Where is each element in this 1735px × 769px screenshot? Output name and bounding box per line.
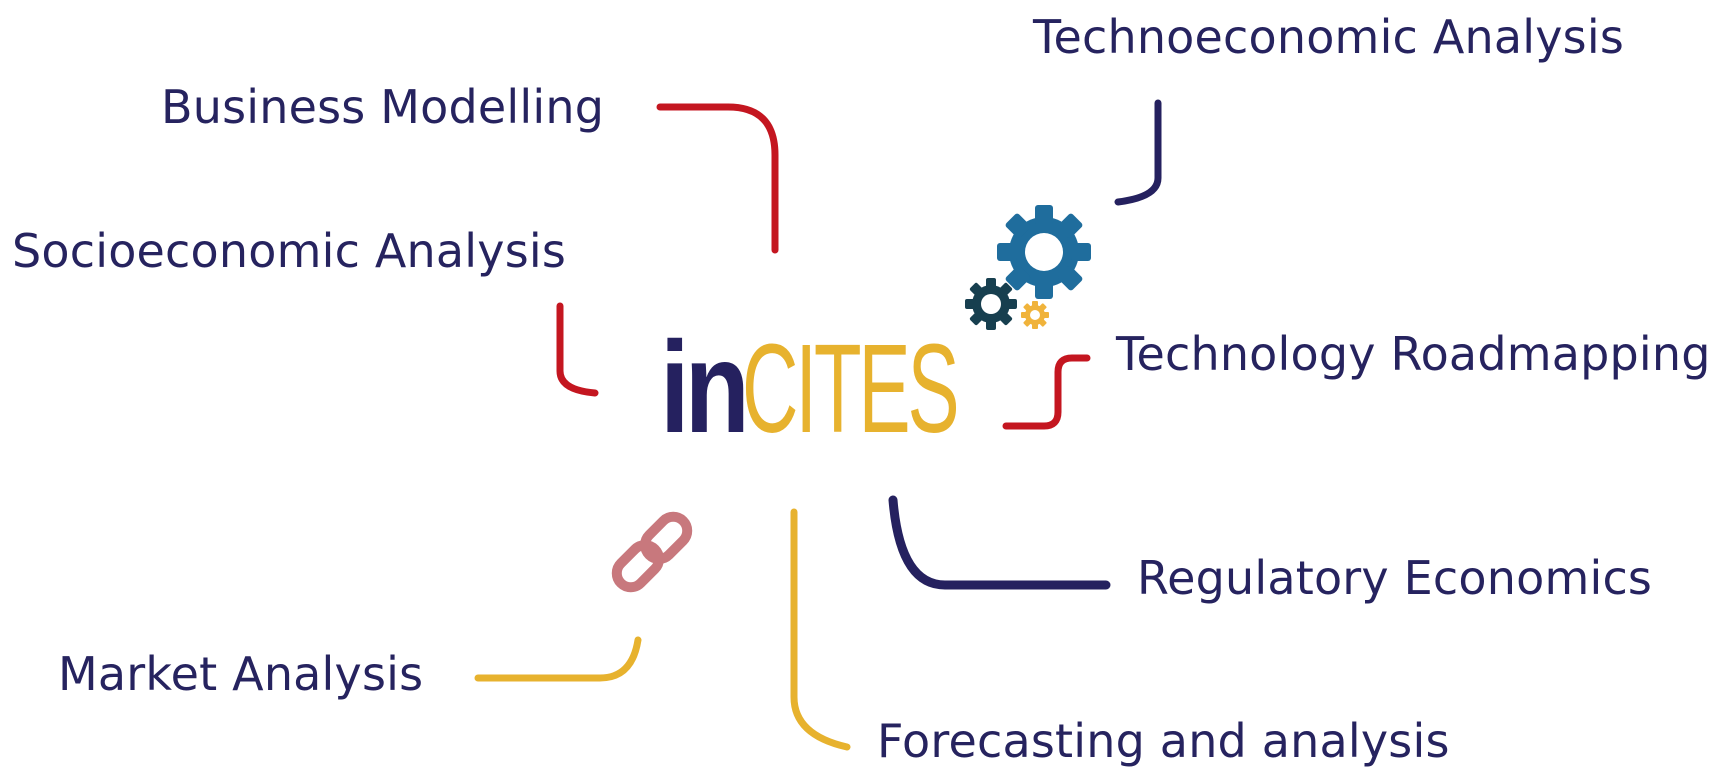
logo-prefix: in xyxy=(660,314,750,460)
label-technoeconomic-analysis: Technoeconomic Analysis xyxy=(1033,10,1624,64)
connector-socioeconomic-analysis xyxy=(556,302,599,397)
link-icon xyxy=(611,511,693,593)
label-technology-roadmapping: Technology Roadmapping xyxy=(1116,327,1711,381)
label-business-modelling: Business Modelling xyxy=(161,80,605,134)
label-market-analysis: Market Analysis xyxy=(58,647,424,701)
label-regulatory-economics: Regulatory Economics xyxy=(1137,551,1653,605)
connector-technoeconomic-analysis xyxy=(1114,99,1162,206)
logo-suffix: CITES xyxy=(741,318,960,459)
connector-business-modelling xyxy=(656,103,779,254)
connector-forecasting-and-analysis xyxy=(790,508,851,751)
incites-logo: inCITES xyxy=(660,314,1088,460)
connector-technology-roadmapping xyxy=(1002,354,1091,430)
connector-regulatory-economics xyxy=(888,495,1111,590)
connector-market-analysis xyxy=(474,636,642,682)
label-socioeconomic-analysis: Socioeconomic Analysis xyxy=(12,224,567,278)
label-forecasting-and-analysis: Forecasting and analysis xyxy=(877,714,1450,768)
gears-icon xyxy=(965,205,1091,330)
